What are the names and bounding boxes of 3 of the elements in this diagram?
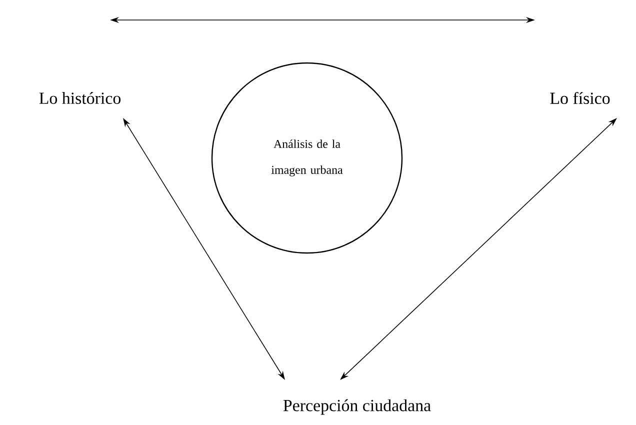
label-text: Percepción ciudadana bbox=[283, 399, 431, 415]
label-text: Lo físico bbox=[550, 92, 610, 104]
label-text: Lo histórico bbox=[39, 92, 121, 104]
